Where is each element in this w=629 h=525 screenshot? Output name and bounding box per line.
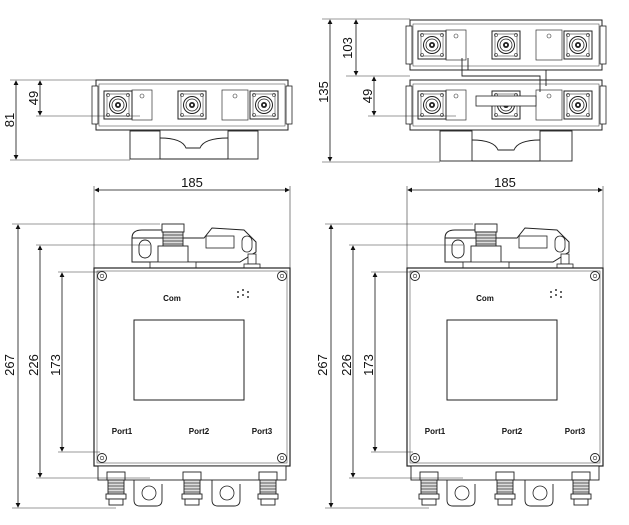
top-right-upper-module <box>406 20 606 70</box>
top-right-view: 135 103 49 <box>316 18 606 163</box>
dim-height-mid: 226 <box>339 354 354 376</box>
dim-height-body: 173 <box>361 354 376 376</box>
dim-width: 185 <box>181 175 203 190</box>
dim-height-body: 173 <box>48 354 63 376</box>
device-front-right <box>407 224 603 506</box>
label-port2: Port2 <box>189 427 210 436</box>
front-view-left: 185 267 226 173 Com Port1 Port2 Port3 <box>2 175 290 509</box>
device-front-left <box>94 224 290 506</box>
label-port1: Port1 <box>425 427 446 436</box>
label-com: Com <box>163 294 181 303</box>
label-port2: Port2 <box>502 427 523 436</box>
dim-height-total: 81 <box>2 113 17 127</box>
dim-height-total: 267 <box>315 354 330 376</box>
top-left-view: 81 49 <box>2 80 292 161</box>
dim-height-mid: 226 <box>26 354 41 376</box>
label-port3: Port3 <box>565 427 586 436</box>
dim-width: 185 <box>494 175 516 190</box>
dim-height-upper: 103 <box>340 37 355 59</box>
dim-height-total: 135 <box>316 81 331 103</box>
dim-height-lower: 49 <box>360 89 375 103</box>
label-port1: Port1 <box>112 427 133 436</box>
label-com: Com <box>476 294 494 303</box>
dim-height-total: 267 <box>2 354 17 376</box>
dim-height-partial: 49 <box>26 91 41 105</box>
label-port3: Port3 <box>252 427 273 436</box>
front-view-right: 185 267 226 173 Com Port1 Port2 Port3 <box>315 175 603 509</box>
top-left-module <box>92 80 292 130</box>
